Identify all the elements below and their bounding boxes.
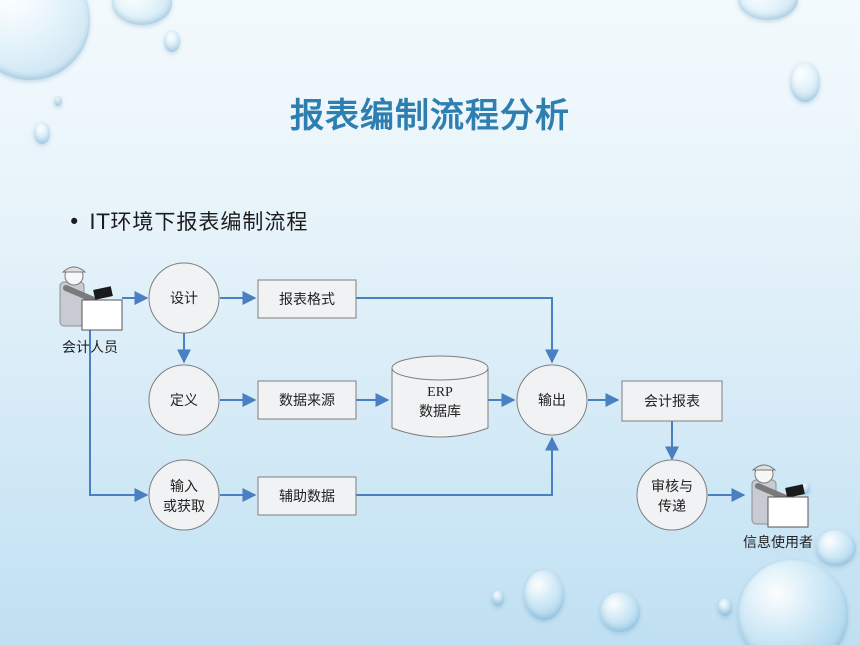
water-drop-decoration xyxy=(790,62,820,102)
report-format-label: 报表格式 xyxy=(279,292,335,308)
water-drop-decoration xyxy=(34,122,50,144)
water-drop-decoration xyxy=(718,598,732,616)
bullet-dot: • xyxy=(68,210,82,234)
design-label: 设计 xyxy=(170,291,198,307)
water-drop-decoration xyxy=(524,570,564,620)
output-label: 输出 xyxy=(538,393,566,409)
accounting-report-label: 会计报表 xyxy=(644,394,700,410)
review-label-line2: 传递 xyxy=(658,499,686,515)
arrow-accountant-to-input xyxy=(89,330,149,502)
aux-data-box xyxy=(257,476,357,516)
review-node xyxy=(636,459,708,531)
arrow-aux-to-output xyxy=(356,436,559,496)
review-label-line1: 审核与 xyxy=(651,479,693,495)
data-source-box xyxy=(257,380,357,420)
input-node xyxy=(148,459,220,531)
define-label: 定义 xyxy=(170,393,198,409)
water-drop-decoration xyxy=(816,530,856,566)
define-node xyxy=(148,364,220,436)
erp-database-icon xyxy=(391,355,489,438)
water-drop-decoration xyxy=(800,482,810,494)
design-node xyxy=(148,262,220,334)
water-drop-decoration xyxy=(164,30,180,52)
erp-label-line2: 数据库 xyxy=(419,404,461,420)
water-drop-decoration xyxy=(738,560,848,645)
aux-data-label: 辅助数据 xyxy=(279,489,335,505)
data-source-label: 数据来源 xyxy=(279,393,335,409)
person-at-desk-icon xyxy=(59,266,123,331)
erp-label-line1: ERP xyxy=(427,385,453,400)
input-label-line2: 或获取 xyxy=(163,499,205,515)
arrow-format-to-output xyxy=(356,297,559,364)
info-user-label: 信息使用者 xyxy=(743,534,813,551)
connectors xyxy=(89,291,746,502)
water-drop-decoration xyxy=(600,592,640,632)
input-label-line1: 输入 xyxy=(170,479,198,495)
output-node xyxy=(516,364,588,436)
slide-title: 报表编制流程分析 xyxy=(290,96,570,136)
person-at-desk-icon xyxy=(751,464,809,528)
water-drop-decoration xyxy=(738,0,798,20)
report-format-box xyxy=(257,279,357,319)
water-drop-decoration xyxy=(54,96,62,106)
bullet-text: IT环境下报表编制流程 xyxy=(89,210,309,234)
accounting-report-box xyxy=(621,380,723,422)
bullet-item: • IT环境下报表编制流程 xyxy=(68,206,308,236)
water-drop-decoration xyxy=(492,590,504,606)
accountant-label: 会计人员 xyxy=(62,340,118,356)
